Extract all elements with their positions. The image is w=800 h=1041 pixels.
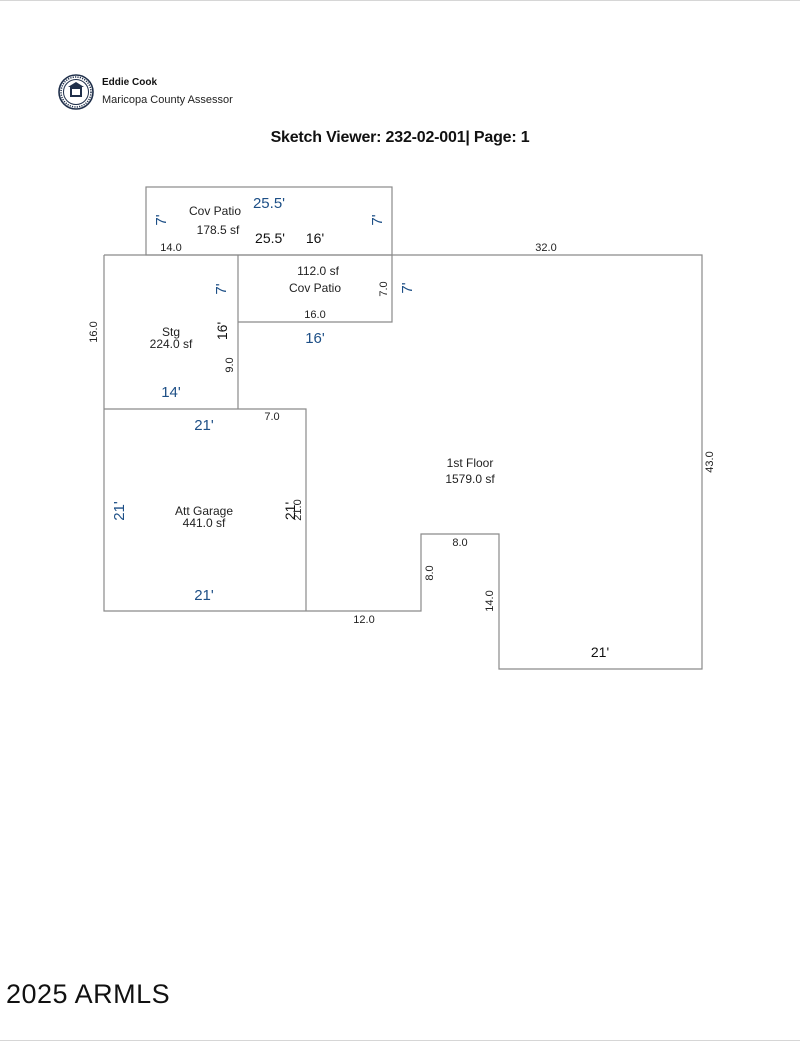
patio-top-right-label: 7' xyxy=(369,214,386,225)
page-title: Sketch Viewer: 232-02-001| Page: 1 xyxy=(270,129,530,146)
dim-14-0-side: 14.0 xyxy=(484,590,496,611)
patio-inner-right-label: 7' xyxy=(399,282,416,293)
dim-16-0-patio: 16.0 xyxy=(304,309,325,321)
copyright-watermark: 2025 ARMLS xyxy=(6,979,171,1009)
storage-name: Stg xyxy=(162,325,180,339)
first-floor-outline xyxy=(103,254,703,670)
county-seal-icon xyxy=(58,74,94,110)
patio-top-width-label: 25.5' xyxy=(253,195,285,212)
dim-21-0: 21.0 xyxy=(292,499,304,520)
cov-patio-inner-outline xyxy=(238,255,393,323)
top-border xyxy=(0,0,800,1)
dim-8-0-side: 8.0 xyxy=(424,565,436,580)
patio-inner-left-label: 7' xyxy=(213,283,230,294)
dim-7-0-patio: 7.0 xyxy=(378,281,390,296)
dim-43-0: 43.0 xyxy=(704,451,716,472)
cov-patio-top-name: Cov Patio xyxy=(189,204,241,218)
dim-16-0-left: 16.0 xyxy=(88,321,100,342)
garage-left-label: 21' xyxy=(111,501,128,521)
dim-12-0: 12.0 xyxy=(353,614,374,626)
dim-9-0: 9.0 xyxy=(224,357,236,372)
dim-14-0: 14.0 xyxy=(160,242,181,254)
floor-bottom-label: 21' xyxy=(591,644,609,660)
garage-name: Att Garage xyxy=(175,504,233,518)
patio-inner-top-label: 16' xyxy=(306,230,324,246)
first-floor-name: 1st Floor xyxy=(447,456,494,470)
garage-right-label: 21' xyxy=(282,502,298,520)
cov-patio-top-area: 178.5 sf xyxy=(197,223,240,237)
dim-32-0: 32.0 xyxy=(535,242,556,254)
stg-right-label: 16' xyxy=(214,322,230,340)
garage-bottom-label: 21' xyxy=(194,587,214,604)
garage-top-label: 21' xyxy=(194,417,214,434)
first-floor-area: 1579.0 sf xyxy=(445,472,495,486)
patio-bottom-width-label: 25.5' xyxy=(255,230,285,246)
patio-top-left-label: 7' xyxy=(153,214,170,225)
storage-area: 224.0 sf xyxy=(150,337,193,351)
assessor-name: Eddie Cook xyxy=(102,77,158,88)
dim-7-0-garage: 7.0 xyxy=(264,411,279,423)
dim-8-0-top: 8.0 xyxy=(452,537,467,549)
cov-patio-inner-name: Cov Patio xyxy=(289,281,341,295)
assessor-office: Maricopa County Assessor xyxy=(102,94,233,106)
garage-area: 441.0 sf xyxy=(183,516,226,530)
stg-bottom-label: 14' xyxy=(161,384,181,401)
patio-inner-bottom-label: 16' xyxy=(305,330,325,347)
garage-outline xyxy=(104,408,307,611)
cov-patio-inner-area: 112.0 sf xyxy=(297,264,339,278)
